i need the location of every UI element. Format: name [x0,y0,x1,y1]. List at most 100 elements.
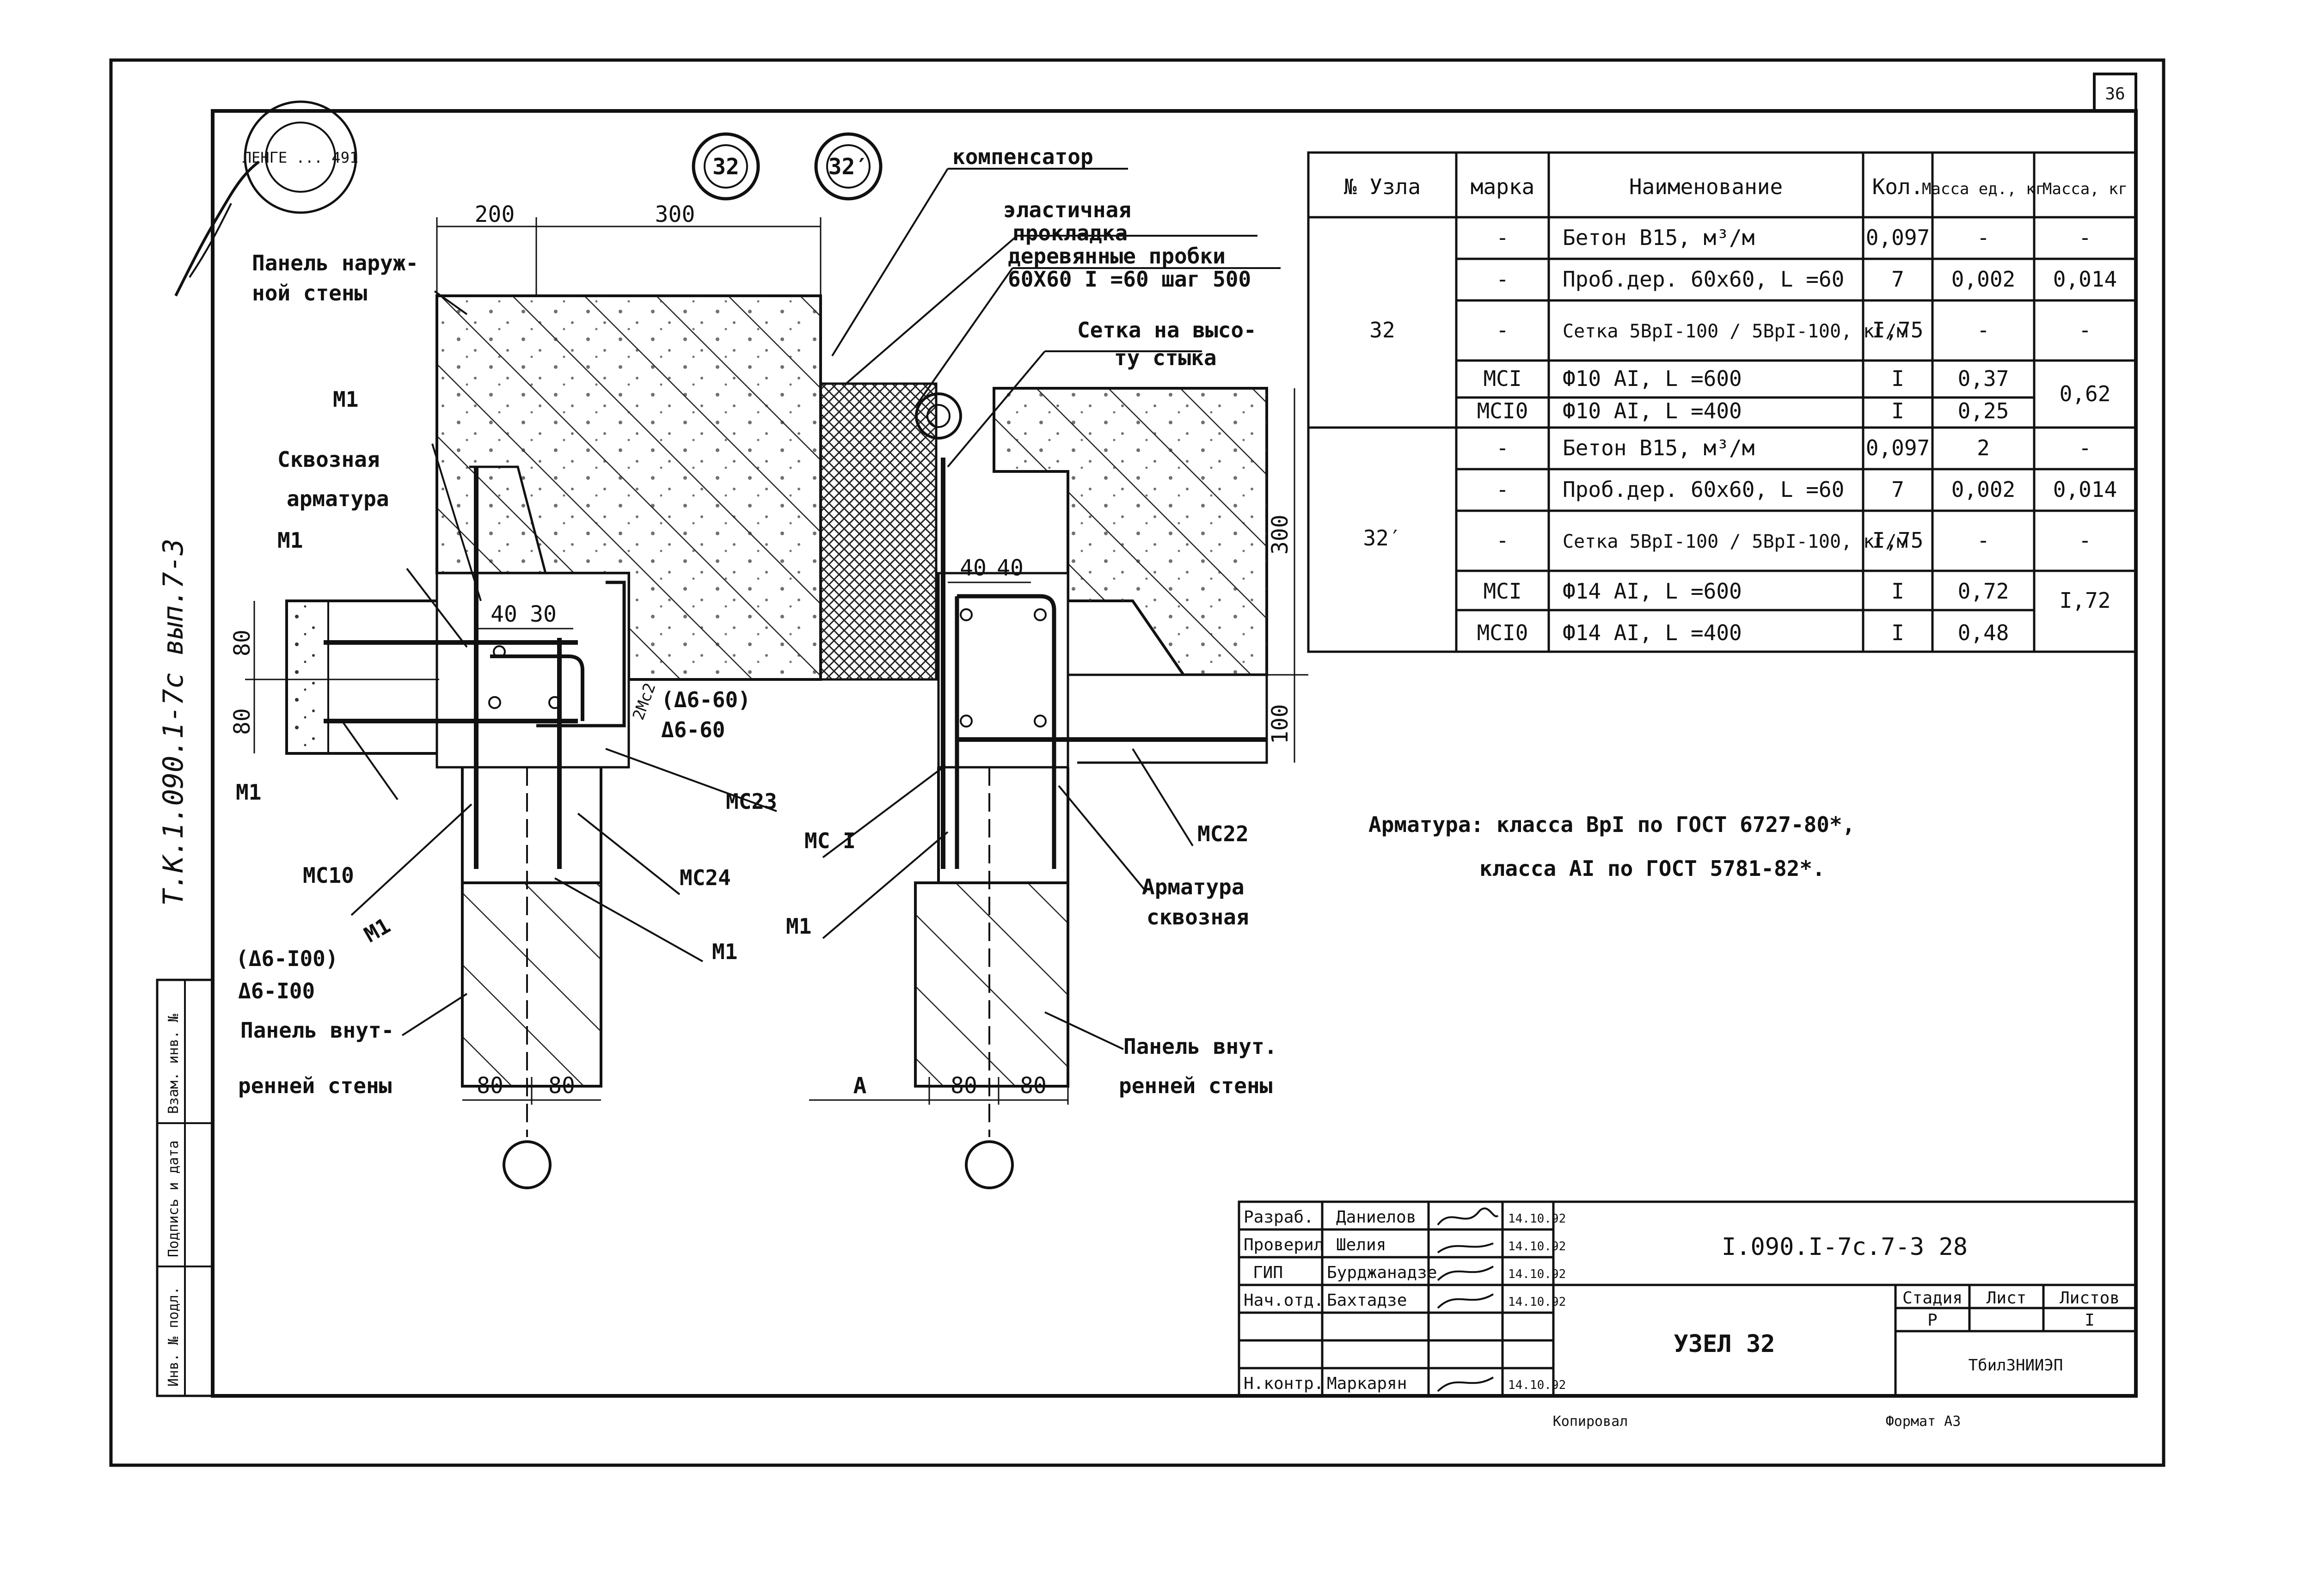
label-weld-left-1: (Δ6-I00) [236,946,338,971]
dimension-lines [245,217,1308,1105]
spec-header-node: № Узла [1344,174,1421,199]
spec-cell: I,75 [1872,528,1924,553]
label-inner-panel-left-2: ренней стены [238,1073,392,1098]
label-elastic-gasket-2: прокладка [1012,220,1128,245]
copied-label: Копировал [1553,1413,1628,1430]
note-line-2: класса АI по ГОСТ 5781-82*. [1479,856,1825,881]
spec-cell: - [1977,225,1990,250]
side-strip-inv: Инв. № подл. [166,1286,182,1387]
label-through-rebar-1: Сквозная [277,447,380,472]
tb-name: Шелия [1336,1235,1386,1254]
spec-cell: 0,097 [1866,225,1930,250]
spec-cell: МСI [1483,366,1521,391]
label-mc24: МС24 [680,865,731,890]
spec-cell: 0,25 [1958,398,2009,423]
label-mesh-height-2: ту стыка [1114,345,1217,370]
spec-cell: 0,002 [1951,477,2015,502]
spec-header-mass: Масса, кг [2042,180,2128,198]
spec-node-32-prime: 32′ [1363,526,1401,550]
label-m1-d: М1 [360,913,395,947]
spec-cell: Сетка 5ВрI-100 / 5ВрI-100, кг/м [1563,531,1908,552]
label-outer-panel-1: Панель наруж- [252,251,418,275]
tb-role: Проверил [1244,1235,1324,1254]
stamp-text: ЛЕНГЕ ... 491 [243,149,358,166]
label-weld-left-2: Δ6-I00 [238,978,315,1003]
label-elastic-gasket-1: эластичная [1003,197,1131,222]
tb-date: 14.10.92 [1508,1240,1566,1254]
tb-stage: Р [1927,1311,1938,1330]
label-mesh-height-1: Сетка на высо- [1077,318,1257,342]
tb-date: 14.10.92 [1508,1212,1566,1226]
spec-cell: Ф14 АI, L =600 [1563,579,1742,604]
label-m1-e: М1 [712,939,737,964]
label-inner-panel-left-1: Панель внут- [240,1018,394,1043]
label-inner-panel-right-2: ренней стены [1119,1073,1272,1098]
tb-name: Бурджанадзе [1327,1263,1437,1282]
tb-stage-header: Стадия [1902,1289,1963,1308]
spec-cell: I,75 [1872,318,1924,342]
approval-stamp: ЛЕНГЕ ... 491 [243,100,358,214]
label-weld-mid-1: (Δ6-60) [661,687,751,712]
tb-sheets: I [2085,1311,2095,1330]
spec-total-32-prime: I,72 [2060,588,2111,613]
dim-40a: 40 [491,601,517,627]
label-wood-plugs-1: деревянные пробки [1008,244,1226,269]
detail-node-32-prime [819,382,1268,1189]
spec-total-32: 0,62 [2060,381,2111,406]
tb-role: Нач.отд. [1244,1291,1324,1310]
spec-cell: 0,014 [2053,267,2117,292]
tb-sheets-header: Листов [2060,1289,2120,1308]
tb-sheet-header: Лист [1987,1289,2027,1308]
tb-name: Маркарян [1327,1374,1407,1393]
dim-40b: 40 [960,555,987,581]
dim-80a: 80 [229,630,255,656]
spec-header-mark: марка [1471,174,1534,199]
spec-cell: I [1891,366,1904,391]
label-mc23: МС23 [726,789,777,814]
spec-cell: - [1496,477,1509,502]
spec-cell: 0,72 [1958,579,2009,604]
spec-table: № Узла марка Наименование Кол. Масса ед.… [1307,151,2137,653]
label-mc22: МС22 [1197,821,1249,846]
spec-cell: 0,097 [1866,435,1930,460]
spec-cell: МСI0 [1477,398,1528,423]
spec-cell: Проб.дер. 60х60, L =60 [1563,267,1844,292]
detail-node-32 [285,294,822,1189]
spec-cell: - [2079,318,2091,342]
spec-cell: МСI [1483,579,1521,604]
spec-header-name: Наименование [1629,174,1783,199]
tb-role: ГИП [1253,1263,1283,1282]
tb-date: 14.10.92 [1508,1267,1566,1281]
spec-cell: - [2079,435,2091,460]
side-note: Т.К.1.090.1-7с вып.7-3 [157,538,190,906]
spec-cell: Ф14 АI, L =400 [1563,620,1742,645]
label-outer-panel-2: ной стены [252,281,367,306]
svg-text:32′: 32′ [828,154,869,180]
spec-cell: - [2079,528,2091,553]
spec-cell: Бетон В15, м³/м [1563,225,1754,250]
spec-cell: 2 [1977,435,1990,460]
side-strip-replace: Взам. инв. № [166,1014,182,1114]
leader-lines [341,168,1281,1050]
sheet-frame [109,58,2165,1467]
node-marker-32-prime: 32′ [814,132,883,201]
spec-cell: Сетка 5ВрI-100 / 5ВрI-100, кг/м [1563,321,1908,342]
spec-cell: - [1977,318,1990,342]
spec-cell: Ф10 АI, L =600 [1563,366,1742,391]
label-compensator: компенсатор [952,144,1093,169]
dim-300-side: 300 [1267,514,1293,555]
tb-date: 14.10.92 [1508,1295,1566,1309]
label-m1-c: М1 [236,780,261,805]
spec-cell: - [1496,318,1509,342]
side-strip: Инв. № подл. Подпись и дата Взам. инв. № [156,978,214,1397]
spec-cell: - [1496,225,1509,250]
format-label: Формат А3 [1886,1413,1961,1430]
spec-cell: МСI0 [1477,620,1528,645]
signature-mark [174,160,260,297]
spec-cell: 7 [1891,477,1904,502]
tb-org: ТбилЗНИИЭП [1969,1356,2063,1375]
title-block: Разраб. Проверил ГИП Нач.отд. Н.контр. Д… [1238,1200,2137,1397]
label-weld-mid-2: Δ6-60 [661,717,725,742]
spec-cell: - [1496,435,1509,460]
